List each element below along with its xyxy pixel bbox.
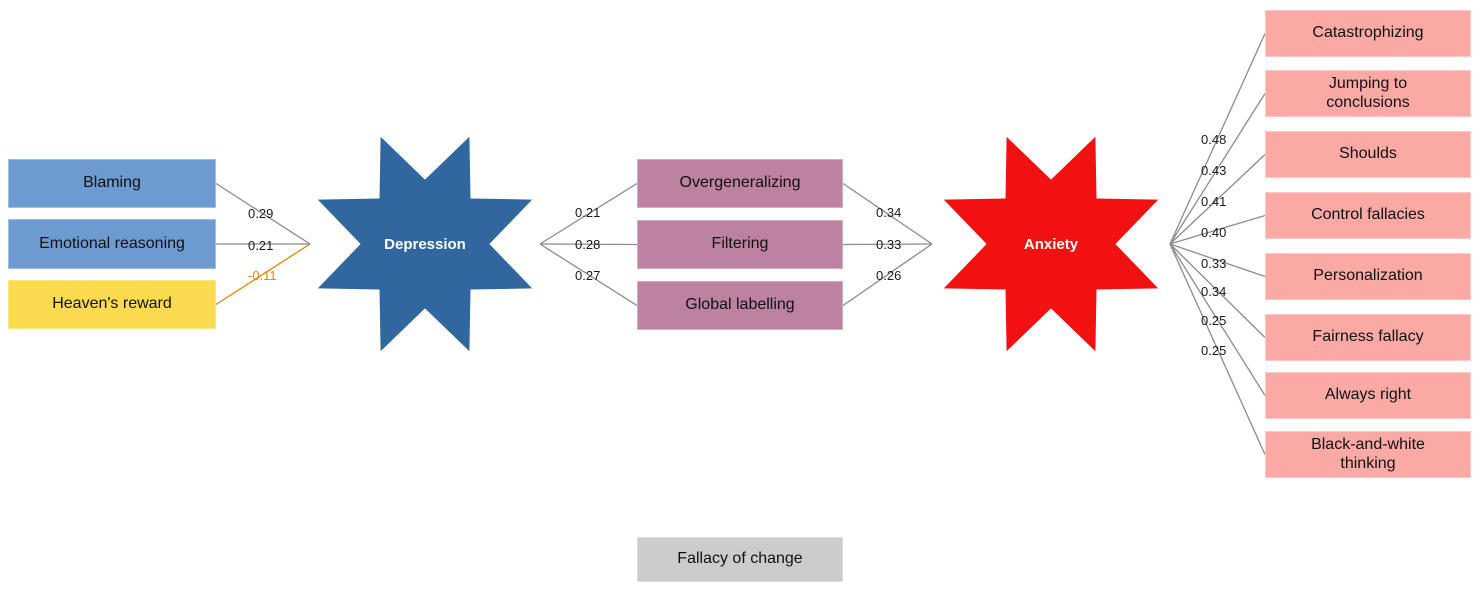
edge-anxiety-to-jumping-to-conclusions bbox=[1169, 93, 1266, 245]
node-fallacy-of-change[interactable]: Fallacy of change bbox=[637, 537, 843, 582]
node-global-labelling[interactable]: Global labelling bbox=[637, 281, 843, 330]
node-personalization[interactable]: Personalization bbox=[1265, 253, 1471, 300]
node-label: Shoulds bbox=[1339, 145, 1397, 163]
node-label: Overgeneralizing bbox=[679, 174, 801, 192]
node-filtering[interactable]: Filtering bbox=[637, 220, 843, 269]
edge-weight-anxiety-personalization: 0.33 bbox=[1201, 256, 1227, 271]
edge-overgeneralizing-to-anxiety bbox=[842, 182, 933, 245]
node-label: Blaming bbox=[83, 174, 141, 192]
node-label: Control fallacies bbox=[1311, 206, 1425, 224]
edge-depression-to-overgeneralizing bbox=[539, 182, 638, 245]
edge-weight-filtering-anxiety: 0.33 bbox=[876, 237, 902, 252]
edge-weight-blaming-depression: 0.29 bbox=[248, 206, 274, 221]
node-black-and-white-thinking[interactable]: Black-and-white thinking bbox=[1265, 431, 1471, 478]
node-label: Catastrophizing bbox=[1312, 24, 1424, 42]
edge-anxiety-to-always-right bbox=[1169, 243, 1266, 396]
node-depression[interactable]: Depression bbox=[309, 128, 541, 360]
node-label: Global labelling bbox=[685, 296, 795, 314]
node-blaming[interactable]: Blaming bbox=[8, 159, 216, 208]
node-heaven-s-reward[interactable]: Heaven's reward bbox=[8, 280, 216, 329]
node-shoulds[interactable]: Shoulds bbox=[1265, 131, 1471, 178]
node-emotional-reasoning[interactable]: Emotional reasoning bbox=[8, 219, 216, 269]
edge-filtering-to-anxiety bbox=[842, 243, 933, 246]
node-label: Heaven's reward bbox=[52, 295, 172, 313]
node-fairness-fallacy[interactable]: Fairness fallacy bbox=[1265, 314, 1471, 361]
node-catastrophizing[interactable]: Catastrophizing bbox=[1265, 10, 1471, 57]
node-anxiety[interactable]: Anxiety bbox=[935, 128, 1167, 360]
edge-weight-anxiety-black-and-white-thinking: 0.25 bbox=[1201, 343, 1227, 358]
node-control-fallacies[interactable]: Control fallacies bbox=[1265, 192, 1471, 239]
node-label: Fairness fallacy bbox=[1312, 328, 1424, 346]
node-label: Filtering bbox=[711, 235, 769, 253]
node-label: Emotional reasoning bbox=[39, 234, 185, 252]
node-always-right[interactable]: Always right bbox=[1265, 372, 1471, 419]
edge-weight-overgeneralizing-anxiety: 0.34 bbox=[876, 205, 902, 220]
edge-weight-anxiety-always-right: 0.25 bbox=[1201, 313, 1227, 328]
edge-weight-anxiety-catastrophizing: 0.48 bbox=[1201, 132, 1227, 147]
edge-weight-global-labelling-anxiety: 0.26 bbox=[876, 268, 902, 283]
node-label: Fallacy of change bbox=[677, 550, 803, 568]
edge-weight-depression-overgeneralizing: 0.21 bbox=[575, 205, 601, 220]
edge-weight-anxiety-jumping-to-conclusions: 0.43 bbox=[1201, 163, 1227, 178]
node-jumping-to-conclusions[interactable]: Jumping to conclusions bbox=[1265, 70, 1471, 117]
edge-weight-depression-global-labelling: 0.27 bbox=[575, 268, 601, 283]
node-overgeneralizing[interactable]: Overgeneralizing bbox=[637, 159, 843, 208]
node-label: Always right bbox=[1324, 386, 1412, 404]
edge-weight-anxiety-control-fallacies: 0.40 bbox=[1201, 225, 1227, 240]
edge-weight-emotional-reasoning-depression: 0.21 bbox=[248, 238, 274, 253]
node-label: Black-and-white thinking bbox=[1311, 435, 1425, 472]
edge-weight-anxiety-shoulds: 0.41 bbox=[1201, 194, 1227, 209]
edge-weight-depression-filtering: 0.28 bbox=[575, 237, 601, 252]
edge-depression-to-global-labelling bbox=[539, 243, 638, 307]
edge-anxiety-to-control-fallacies bbox=[1169, 214, 1266, 245]
edge-anxiety-to-personalization bbox=[1169, 243, 1266, 278]
edge-weight-anxiety-fairness-fallacy: 0.34 bbox=[1201, 284, 1227, 299]
star-shape bbox=[317, 136, 533, 352]
edge-weight-heaven-s-reward-depression: -0.11 bbox=[248, 268, 277, 283]
edge-anxiety-to-black-and-white-thinking bbox=[1169, 243, 1266, 455]
edge-anxiety-to-catastrophizing bbox=[1169, 33, 1266, 245]
edge-heaven-s-reward-to-depression bbox=[215, 243, 311, 306]
edge-global-labelling-to-anxiety bbox=[842, 243, 933, 307]
edge-anxiety-to-fairness-fallacy bbox=[1169, 243, 1266, 338]
node-label: Personalization bbox=[1313, 267, 1423, 285]
edge-depression-to-filtering bbox=[539, 243, 638, 246]
node-label: Jumping to conclusions bbox=[1326, 74, 1410, 111]
edge-anxiety-to-shoulds bbox=[1169, 154, 1266, 245]
star-shape bbox=[943, 136, 1159, 352]
edge-blaming-to-depression bbox=[215, 182, 311, 245]
